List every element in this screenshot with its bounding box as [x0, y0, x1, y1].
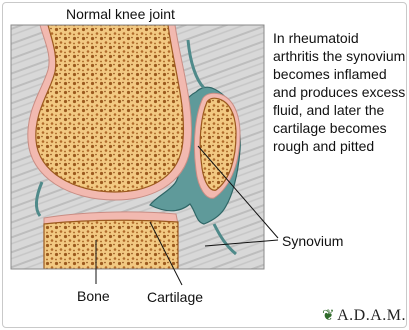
bone-label: Bone: [77, 288, 110, 304]
cartilage-label: Cartilage: [147, 289, 203, 305]
figure-title: Normal knee joint: [66, 6, 175, 22]
tibia: [44, 220, 178, 269]
logo-text: A.D.A.M.: [337, 307, 406, 324]
femur: [36, 25, 184, 192]
leaf-icon: ❦: [322, 306, 335, 325]
adam-logo: ❦A.D.A.M.: [322, 306, 406, 325]
figure-caption: In rheumatoid arthritis the synovium bec…: [273, 29, 407, 155]
synovium-label: Synovium: [282, 233, 343, 249]
